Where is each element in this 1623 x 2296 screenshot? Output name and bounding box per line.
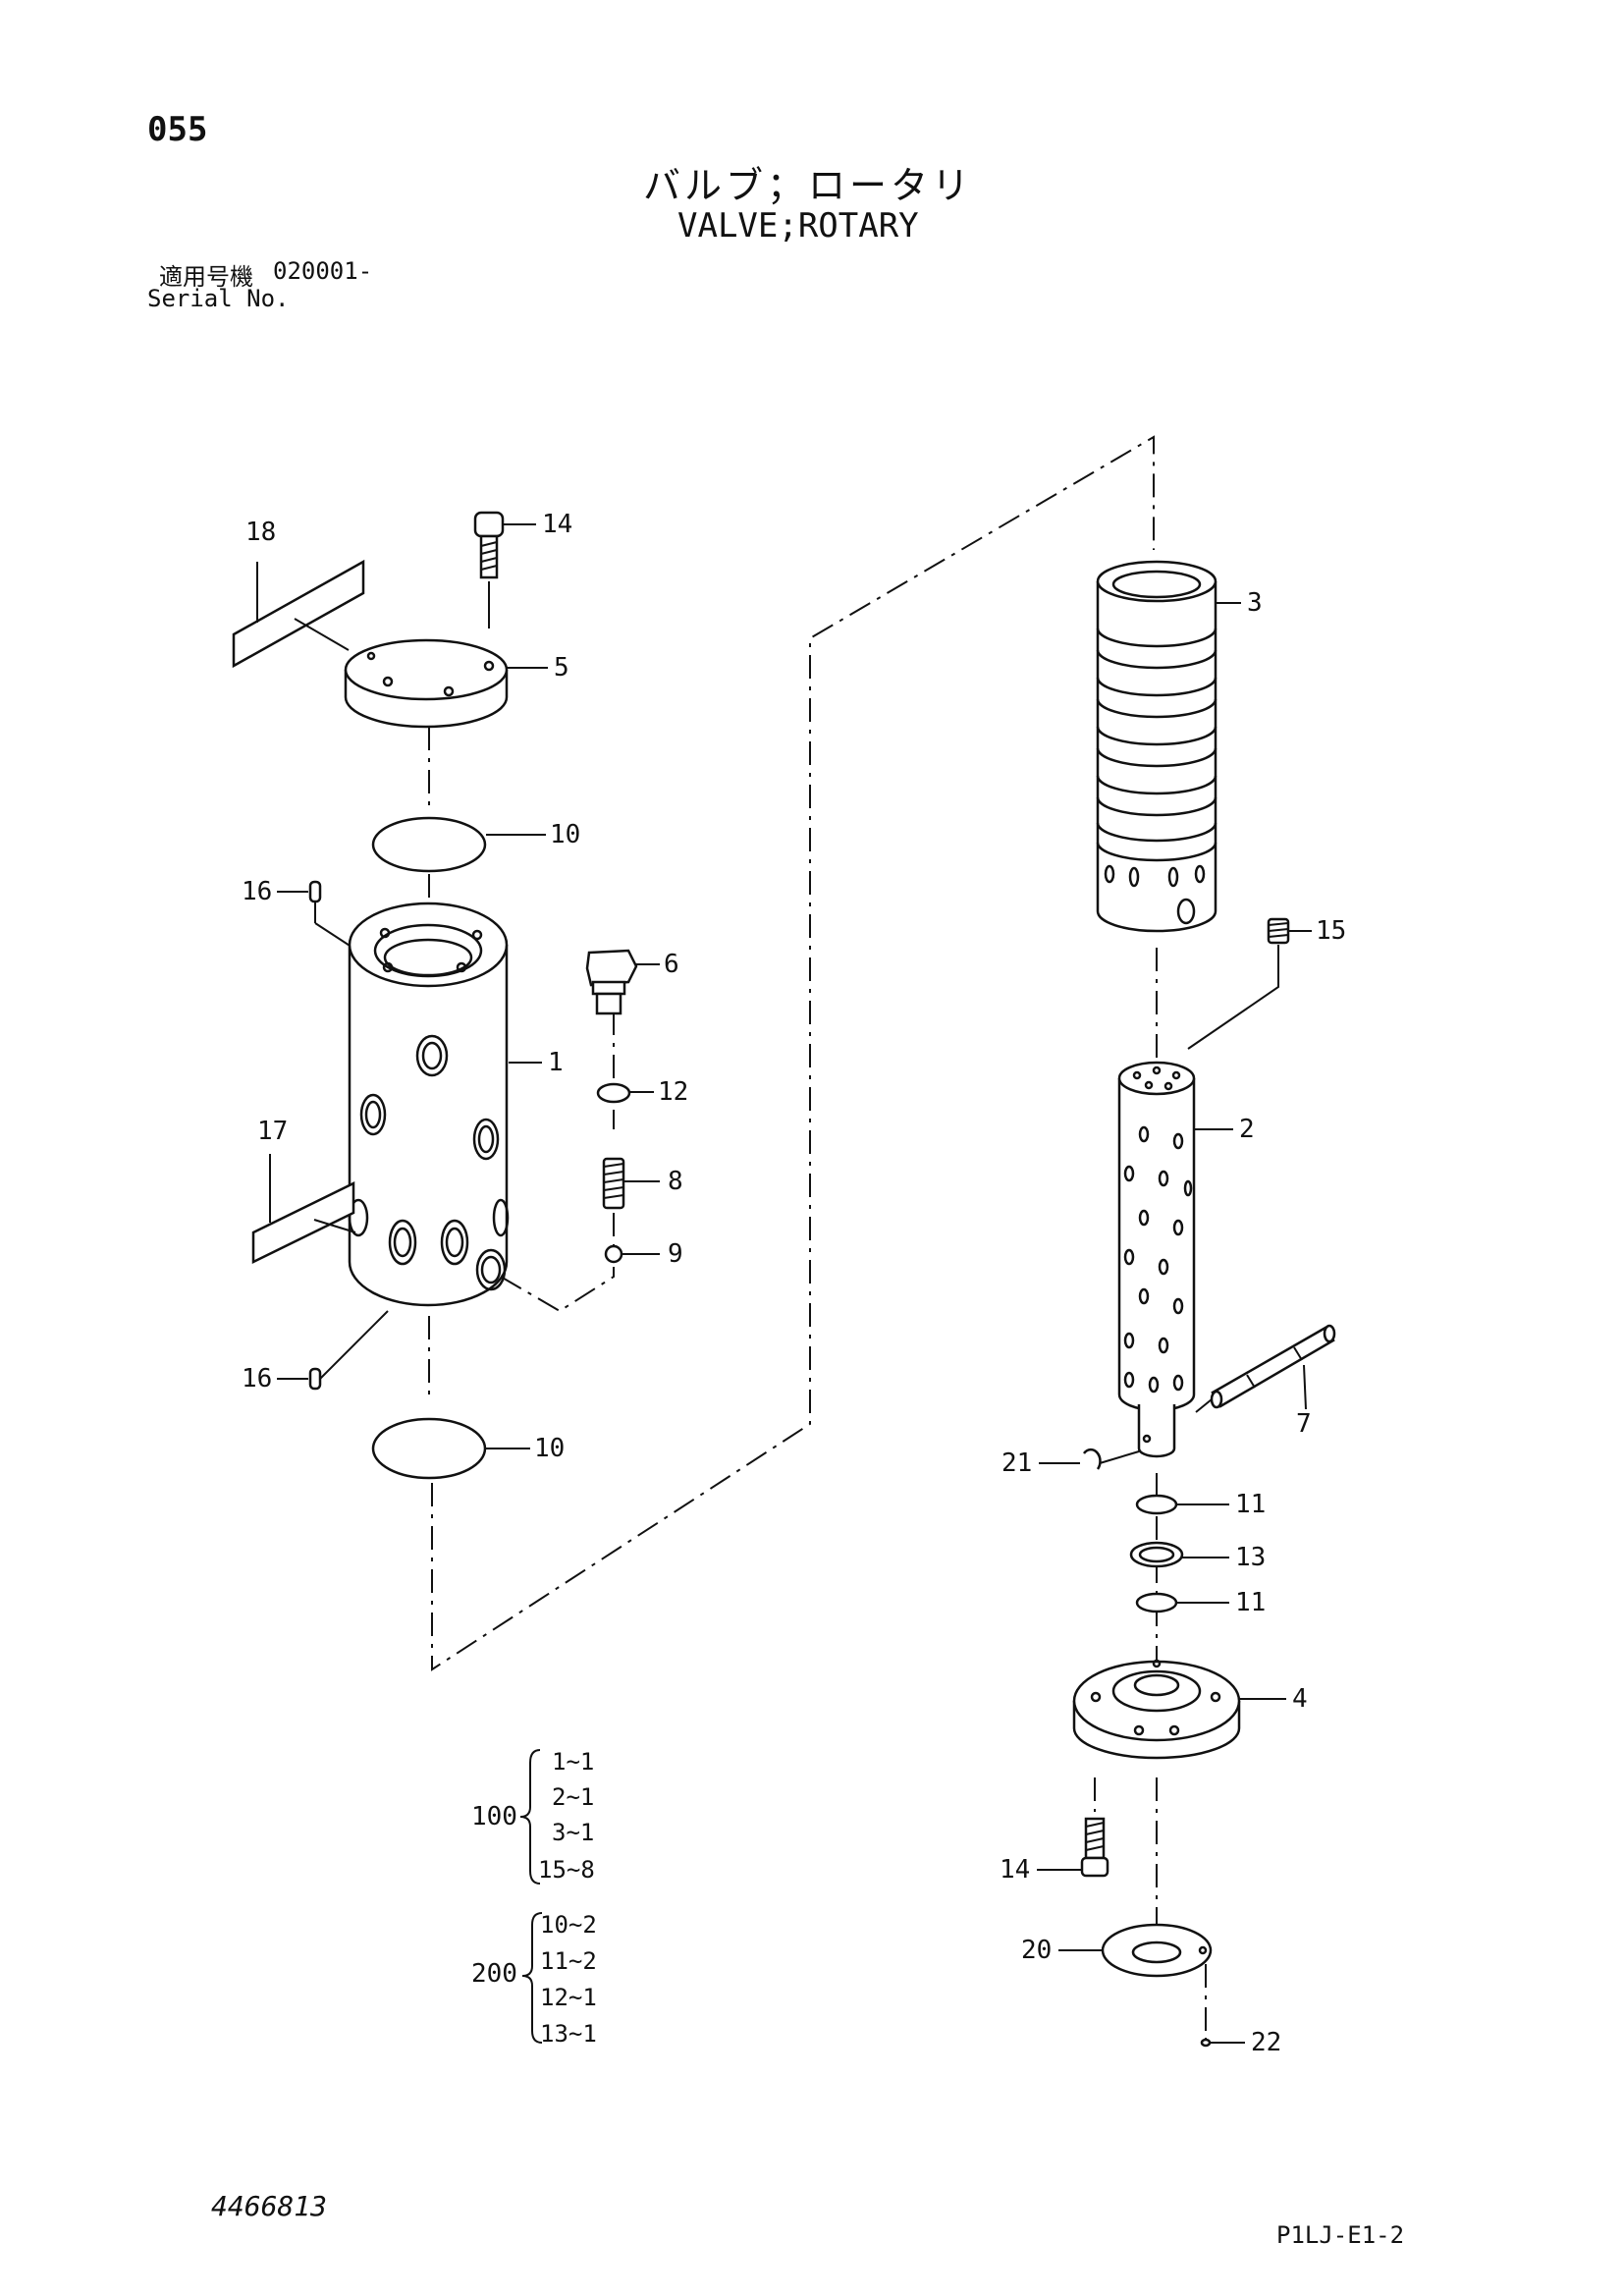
callout-9: 9 [668,1239,683,1269]
callout-5: 5 [554,653,569,683]
callout-11-upper: 11 [1235,1490,1266,1519]
kit-200: 200 10~2 11~2 12~1 13~1 [471,1911,597,2048]
callout-11-lower: 11 [1235,1588,1266,1617]
part-20-cover-plate [1101,1923,1213,1978]
part-10-o-ring-upper [371,816,487,873]
callout-21: 21 [1001,1449,1032,1478]
part-21-snap-ring [1082,1448,1102,1470]
callout-20: 20 [1021,1936,1052,1965]
document-number: 4466813 [211,2190,328,2222]
part-15-plug [1187,917,1290,1050]
part-5-cover [344,638,509,729]
part-6-plug [585,949,638,1015]
kit-number: 200 [471,1959,517,1989]
kit-number: 100 [471,1802,517,1831]
part-22-screw [1200,2038,1212,2048]
part-8-spring [602,1157,625,1210]
title-english: VALVE;ROTARY [677,206,919,246]
assembly-centerlines [428,435,1207,2038]
kit-item: 12~1 [540,1984,597,2011]
part-4-flange [1072,1659,1241,1760]
part-1-valve-body [348,902,510,1307]
part-9-ball [604,1244,623,1264]
kit-item: 3~1 [552,1819,594,1846]
part-10-o-ring-lower [371,1417,487,1480]
page-number: 055 [147,110,208,149]
callout-16-lower: 16 [242,1364,272,1394]
kit-item: 2~1 [552,1783,594,1811]
callout-10-lower: 10 [534,1434,565,1463]
kit-item: 15~8 [538,1856,595,1884]
callout-15: 15 [1316,916,1346,946]
kit-item: 11~2 [540,1947,597,1975]
title-japanese: バルブ；ロータリ [643,164,974,207]
part-17-nameplate [251,1154,356,1265]
kit-item: 10~2 [540,1911,597,1939]
callout-1: 1 [548,1048,564,1077]
leader-lines [277,523,1312,2044]
callout-14-bottom: 14 [1000,1855,1030,1885]
part-11-o-ring-upper [1135,1494,1178,1515]
callout-10-upper: 10 [550,820,580,849]
callout-12: 12 [658,1077,688,1107]
callout-7: 7 [1296,1409,1312,1439]
kit-100: 100 1~1 2~1 3~1 15~8 [471,1748,595,1885]
kit-item: 1~1 [552,1748,594,1776]
part-18-nameplate [232,559,365,669]
callout-labels: 14 18 5 10 16 6 1 12 17 8 9 16 10 3 15 2… [242,510,1346,2057]
serial-value: 020001- [273,257,373,285]
part-13-backup-ring [1129,1541,1184,1568]
callout-14-top: 14 [542,510,572,539]
part-16-pin-upper [308,880,322,903]
callout-13: 13 [1235,1543,1266,1572]
part-16-pin-lower [308,1367,322,1391]
serial-label-japanese: 適用号機 [159,263,253,291]
callout-8: 8 [668,1167,683,1196]
callout-3: 3 [1247,588,1263,618]
part-14-bolt-top [473,511,505,629]
callout-22: 22 [1251,2028,1281,2057]
callout-2: 2 [1239,1115,1255,1144]
callout-4: 4 [1292,1684,1308,1714]
callout-18: 18 [245,518,276,547]
part-11-o-ring-lower [1135,1592,1178,1613]
part-14-bolt-bottom [1080,1817,1109,1878]
sheet-code: P1LJ-E1-2 [1276,2221,1405,2249]
callout-16-upper: 16 [242,877,272,906]
part-2-rotary-spool [1117,1061,1196,1458]
serial-label-english: Serial No. [147,285,290,312]
part-12-o-ring [596,1082,631,1104]
callout-17: 17 [257,1117,288,1146]
callout-6: 6 [664,950,679,979]
part-7-shaft [1195,1324,1336,1413]
kit-item: 13~1 [540,2020,597,2048]
part-3-rotary-sleeve [1096,560,1217,933]
